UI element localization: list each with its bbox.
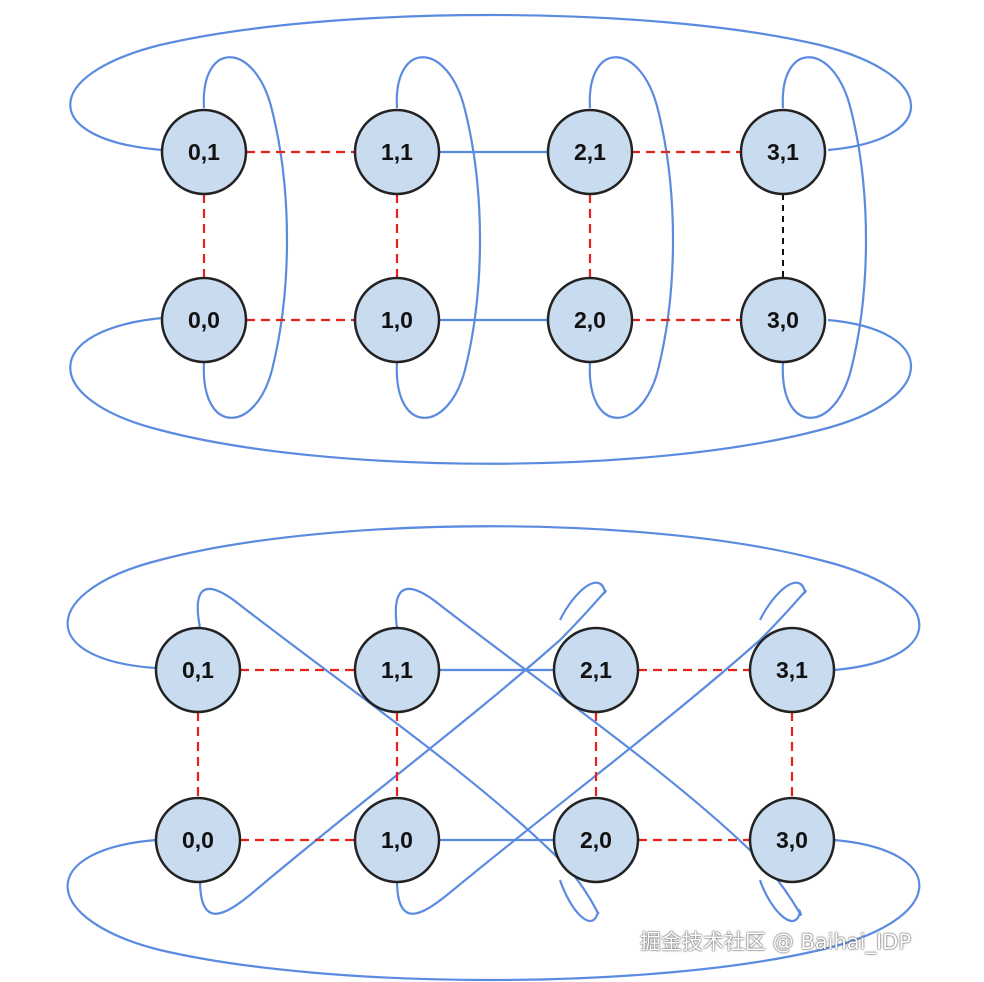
- top-column-loop-0: [202, 56, 289, 419]
- top-node-1-1: 1,1: [353, 108, 441, 196]
- node-label: 1,0: [381, 827, 413, 853]
- node-label: 0,0: [182, 827, 214, 853]
- node-label: 3,0: [776, 827, 808, 853]
- bottom-node-3-1: 3,1: [748, 626, 836, 714]
- node-label: 0,0: [188, 307, 220, 333]
- node-circle: [154, 796, 242, 884]
- node-circle: [546, 276, 634, 364]
- top-nodes: 0,1 1,1 2,1 3,1 0,0 1,0 2,0 3,0: [160, 108, 827, 364]
- bottom-nodes: 0,1 1,1 2,1 3,1 0,0 1,0 2,0 3,0: [154, 626, 836, 884]
- bottom-node-0-0: 0,0: [154, 796, 242, 884]
- node-circle: [552, 626, 640, 714]
- node-label: 3,0: [767, 307, 799, 333]
- top-node-0-1: 0,1: [160, 108, 248, 196]
- node-label: 3,1: [776, 657, 808, 683]
- node-label: 0,1: [188, 139, 220, 165]
- top-column-loop-3: [781, 56, 868, 419]
- bottom-cross-loop-1: [394, 587, 803, 922]
- bottom-diagram: 0,1 1,1 2,1 3,1 0,0 1,0 2,0 3,0: [66, 525, 921, 982]
- node-circle: [748, 626, 836, 714]
- node-circle: [154, 626, 242, 714]
- node-circle: [160, 108, 248, 196]
- node-label: 3,1: [767, 139, 799, 165]
- bottom-node-3-0: 3,0: [748, 796, 836, 884]
- node-circle: [748, 796, 836, 884]
- bottom-node-1-0: 1,0: [353, 796, 441, 884]
- node-circle: [160, 276, 248, 364]
- top-column-loop-1: [395, 56, 482, 419]
- bottom-node-0-1: 0,1: [154, 626, 242, 714]
- node-label: 1,1: [381, 657, 413, 683]
- node-circle: [552, 796, 640, 884]
- top-outer-loop-lower: [69, 316, 913, 465]
- node-label: 2,1: [580, 657, 612, 683]
- top-outer-loop-upper: [69, 13, 913, 152]
- bottom-node-1-1: 1,1: [353, 626, 441, 714]
- top-column-loop-2: [588, 56, 675, 419]
- bottom-cross-loop-0: [196, 587, 600, 922]
- node-label: 2,0: [580, 827, 612, 853]
- top-node-3-0: 3,0: [739, 276, 827, 364]
- node-label: 1,1: [381, 139, 413, 165]
- node-label: 1,0: [381, 307, 413, 333]
- top-node-2-1: 2,1: [546, 108, 634, 196]
- bottom-node-2-1: 2,1: [552, 626, 640, 714]
- node-circle: [353, 796, 441, 884]
- node-label: 2,0: [574, 307, 606, 333]
- bottom-cross-loop-1b: [395, 581, 807, 915]
- node-circle: [546, 108, 634, 196]
- top-node-1-0: 1,0: [353, 276, 441, 364]
- node-circle: [353, 276, 441, 364]
- node-circle: [353, 626, 441, 714]
- node-circle: [739, 108, 827, 196]
- node-circle: [739, 276, 827, 364]
- node-label: 2,1: [574, 139, 606, 165]
- top-diagram: 0,1 1,1 2,1 3,1 0,0 1,0 2,0 3,0: [69, 13, 913, 465]
- top-node-0-0: 0,0: [160, 276, 248, 364]
- node-label: 0,1: [182, 657, 214, 683]
- bottom-outer-loop-lower: [66, 838, 921, 982]
- top-node-2-0: 2,0: [546, 276, 634, 364]
- node-circle: [353, 108, 441, 196]
- bottom-node-2-0: 2,0: [552, 796, 640, 884]
- top-node-3-1: 3,1: [739, 108, 827, 196]
- bottom-cross-loop-0b: [198, 581, 607, 915]
- bottom-outer-loop-upper: [66, 525, 921, 672]
- watermark: 掘金技术社区 @ Baihai_IDP: [640, 930, 911, 954]
